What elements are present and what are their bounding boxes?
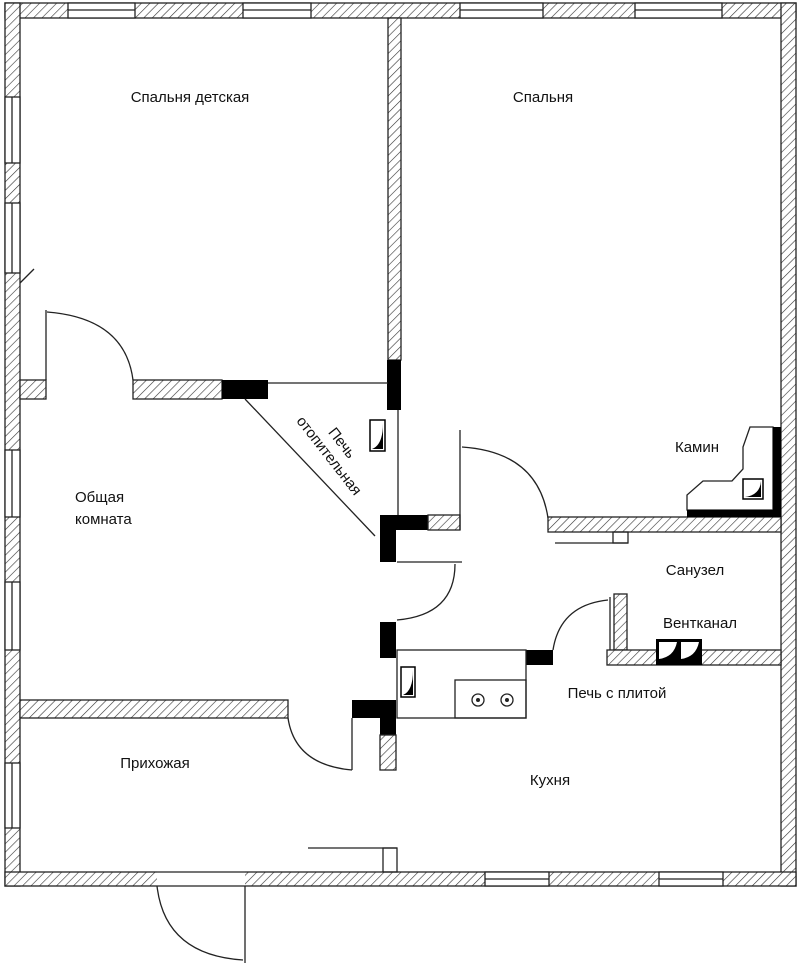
window-top-4	[634, 2, 723, 19]
hallway-wall	[19, 699, 289, 719]
label-cooking-stove: Печь с плитой	[568, 685, 667, 702]
window-top-1	[67, 2, 136, 19]
heating-stove-firebox-icon	[369, 419, 386, 452]
label-child-bedroom: Спальня детская	[131, 89, 250, 106]
window-bottom-1	[484, 871, 550, 887]
burner-icon	[500, 693, 514, 707]
bedroom-partition	[387, 17, 402, 361]
child-bedroom-wall-left	[19, 379, 47, 400]
door-bedroom	[461, 446, 549, 519]
window-top-2	[242, 2, 312, 19]
heating-stove-diagonal	[244, 398, 376, 537]
fireplace	[686, 426, 781, 517]
door-bathroom	[552, 599, 609, 651]
label-living-room: Общая комната	[75, 489, 132, 528]
windows	[4, 2, 724, 887]
label-hallway: Прихожая	[120, 755, 190, 772]
burner-icon	[471, 693, 485, 707]
child-bedroom-wall-right	[132, 379, 223, 400]
vent-channels	[656, 639, 702, 665]
window-top-3	[459, 2, 544, 19]
window-left-5	[4, 762, 21, 829]
window-left-4	[4, 581, 21, 651]
bedroom-bathroom-wall	[547, 516, 782, 533]
label-vent-channel: Вентканал	[663, 615, 737, 632]
label-bedroom: Спальня	[513, 89, 573, 106]
right-wall	[780, 2, 797, 887]
label-bathroom: Санузел	[666, 562, 724, 579]
window-left-2	[4, 202, 21, 274]
label-kitchen: Кухня	[530, 772, 570, 789]
firebox-icon	[742, 478, 764, 500]
door-living-room	[396, 563, 456, 621]
interior-walls	[19, 17, 782, 873]
door-hallway	[287, 717, 353, 771]
window-bottom-2	[658, 871, 724, 887]
label-heating-stove: Печь отопительная	[293, 402, 379, 499]
wall-mark	[19, 268, 35, 284]
cooking-stove-firebox-icon	[400, 666, 416, 698]
cooking-stove	[396, 649, 527, 719]
door-child-bedroom	[46, 311, 134, 381]
window-left-3	[4, 449, 21, 518]
window-left-1	[4, 96, 21, 164]
entrance-door	[156, 871, 246, 963]
label-fireplace: Камин	[675, 439, 719, 456]
